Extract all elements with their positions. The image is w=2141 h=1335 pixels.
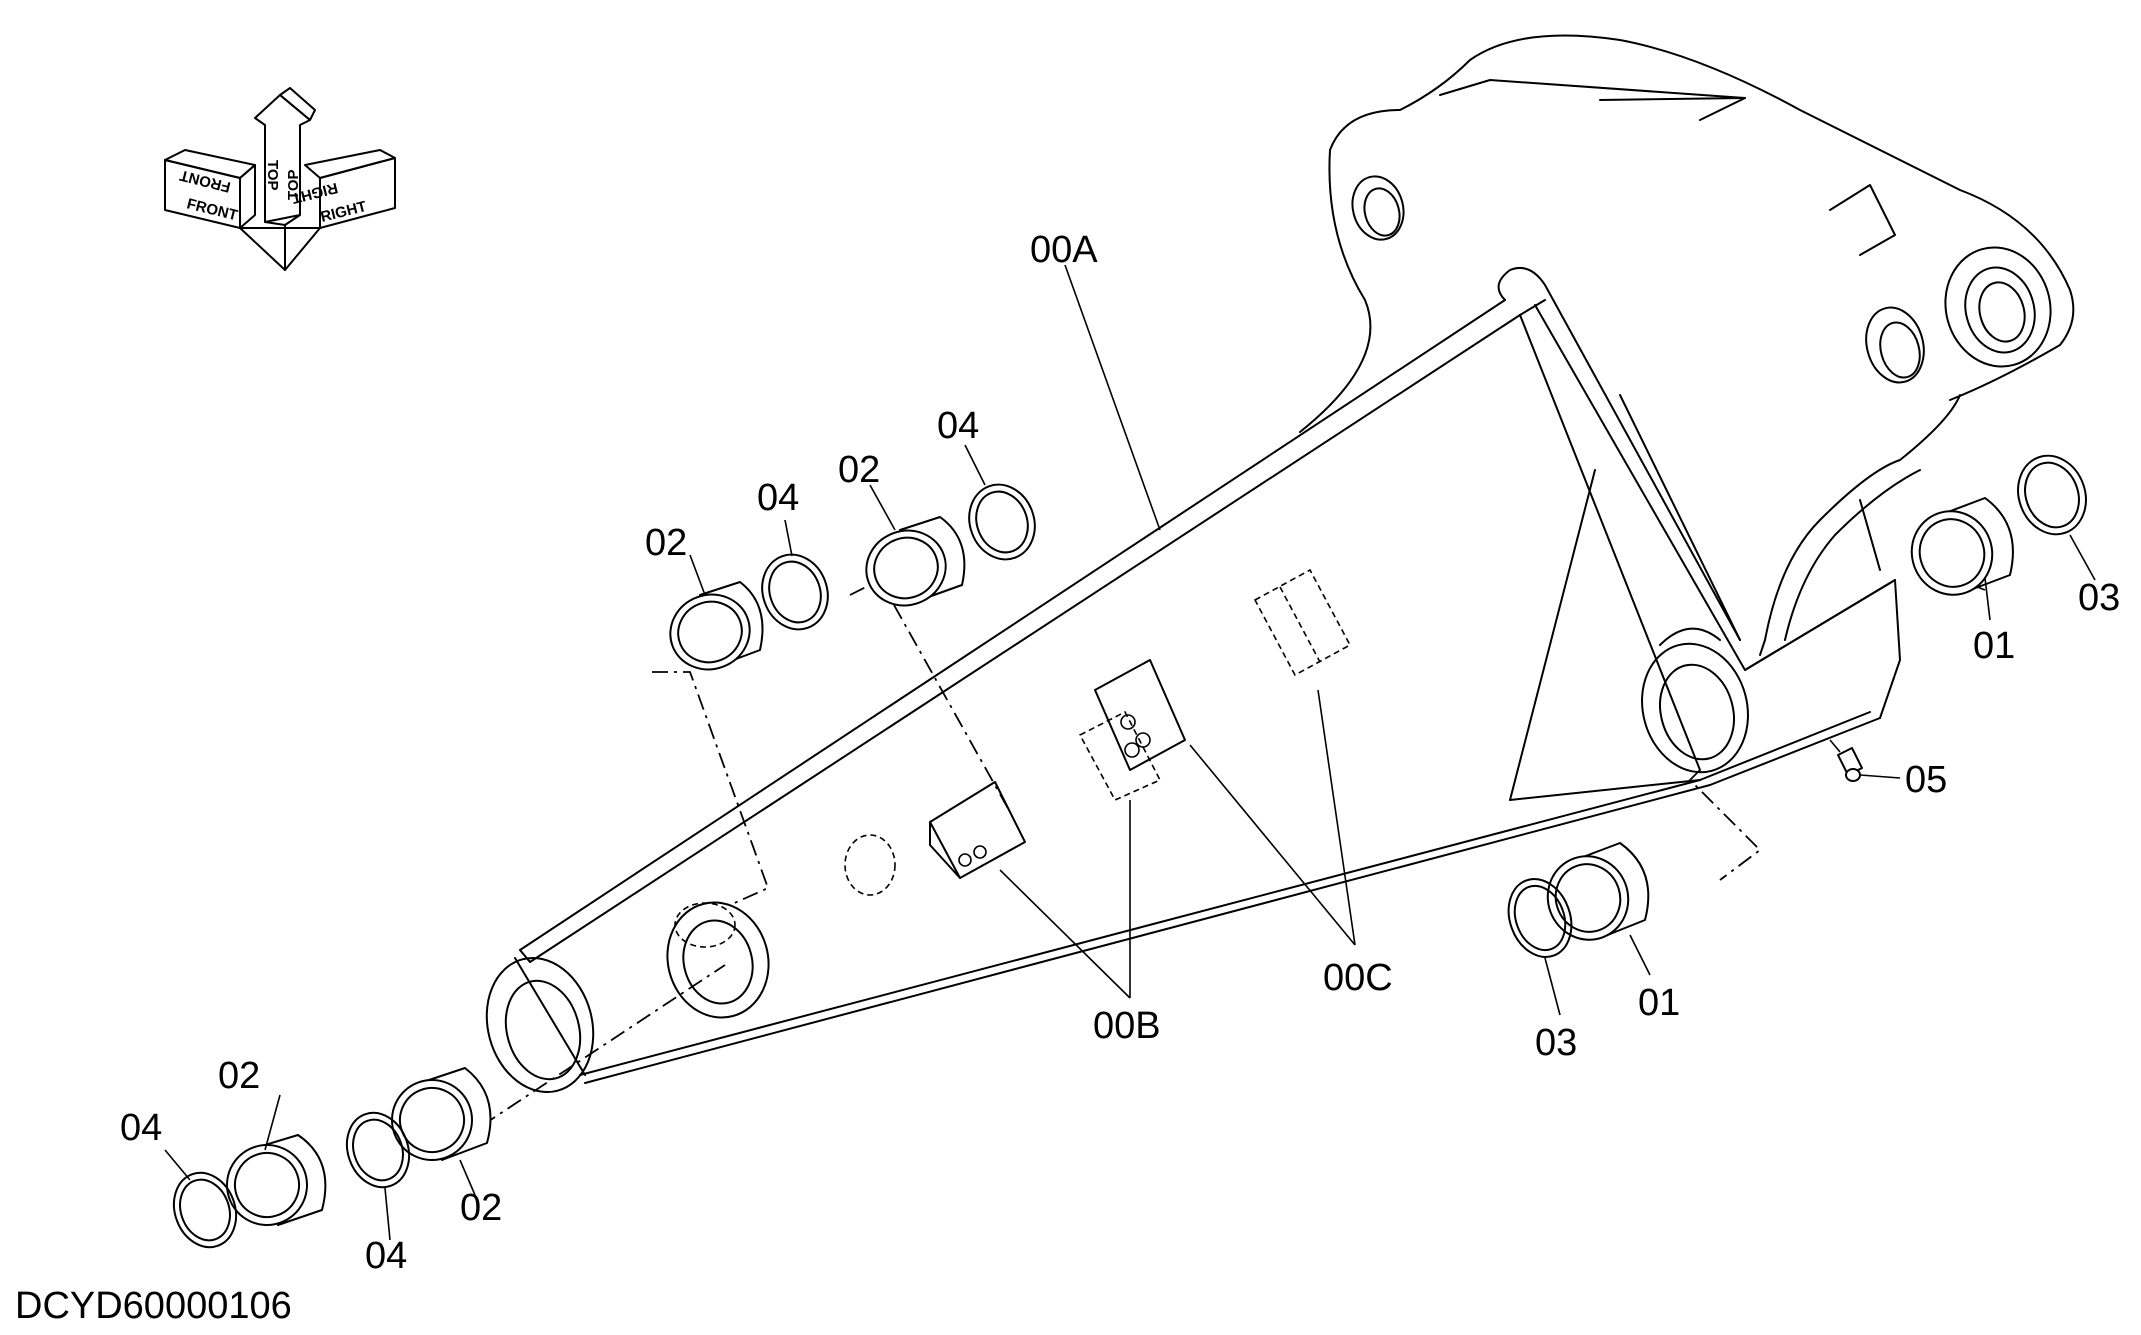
bushing-02-lower-left (226, 1134, 327, 1226)
ring-03-lower (1507, 878, 1573, 958)
callout-01-lower: 01 (1638, 982, 1680, 1024)
callout-02-b: 02 (838, 449, 880, 491)
callout-01-upper: 01 (1973, 625, 2015, 667)
orientation-front-mirror-label: FRONT (178, 166, 232, 195)
grease-nipple-05 (1829, 739, 1901, 782)
ring-03-upper (2017, 454, 2087, 536)
callout-02-c: 02 (218, 1055, 260, 1097)
callout-00B: 00B (1093, 1005, 1161, 1047)
orientation-arrows-icon: FRONT FRONT TOP TOP RIGHT RIGHT (164, 87, 396, 271)
orientation-front-label: FRONT (185, 195, 239, 224)
callout-02-a: 02 (645, 522, 687, 564)
callout-04-a: 04 (757, 477, 799, 519)
callout-02-d: 02 (460, 1187, 502, 1229)
ring-04-lower-left (172, 1171, 238, 1249)
callout-03-upper: 03 (2078, 577, 2120, 619)
pad-00B-rear (1078, 659, 1186, 802)
bushing-02-upper-left (669, 581, 764, 671)
orientation-top-label: TOP (264, 160, 281, 191)
part-leaders (164, 444, 2096, 1241)
arm-body (485, 34, 2075, 1094)
ring-04-upper-right (968, 483, 1036, 561)
callout-03-lower: 03 (1535, 1022, 1577, 1064)
pad-00C (1253, 568, 1352, 677)
callout-00A: 00A (1030, 229, 1098, 271)
orientation-top-mirror-label: TOP (285, 169, 302, 200)
ring-04-lower-right (345, 1111, 411, 1189)
callout-labels: 00A 00B 00C 01 01 03 03 05 02 02 02 02 0… (120, 229, 2120, 1277)
callout-04-c: 04 (120, 1107, 162, 1149)
callout-04-b: 04 (937, 405, 979, 447)
drawing-code: DCYD60000106 (15, 1285, 292, 1327)
bushing-01-lower (1546, 842, 1650, 941)
callout-00C: 00C (1323, 957, 1393, 999)
bushing-02-upper-right (865, 516, 966, 607)
callout-04-d: 04 (365, 1235, 407, 1277)
leader-lines (999, 264, 1986, 999)
bushing-01-upper (1910, 497, 2014, 596)
callout-05: 05 (1905, 759, 1947, 801)
bushing-02-lower-right (391, 1067, 492, 1161)
ring-04-upper-left (761, 553, 829, 631)
pad-00B-front (844, 781, 1026, 896)
